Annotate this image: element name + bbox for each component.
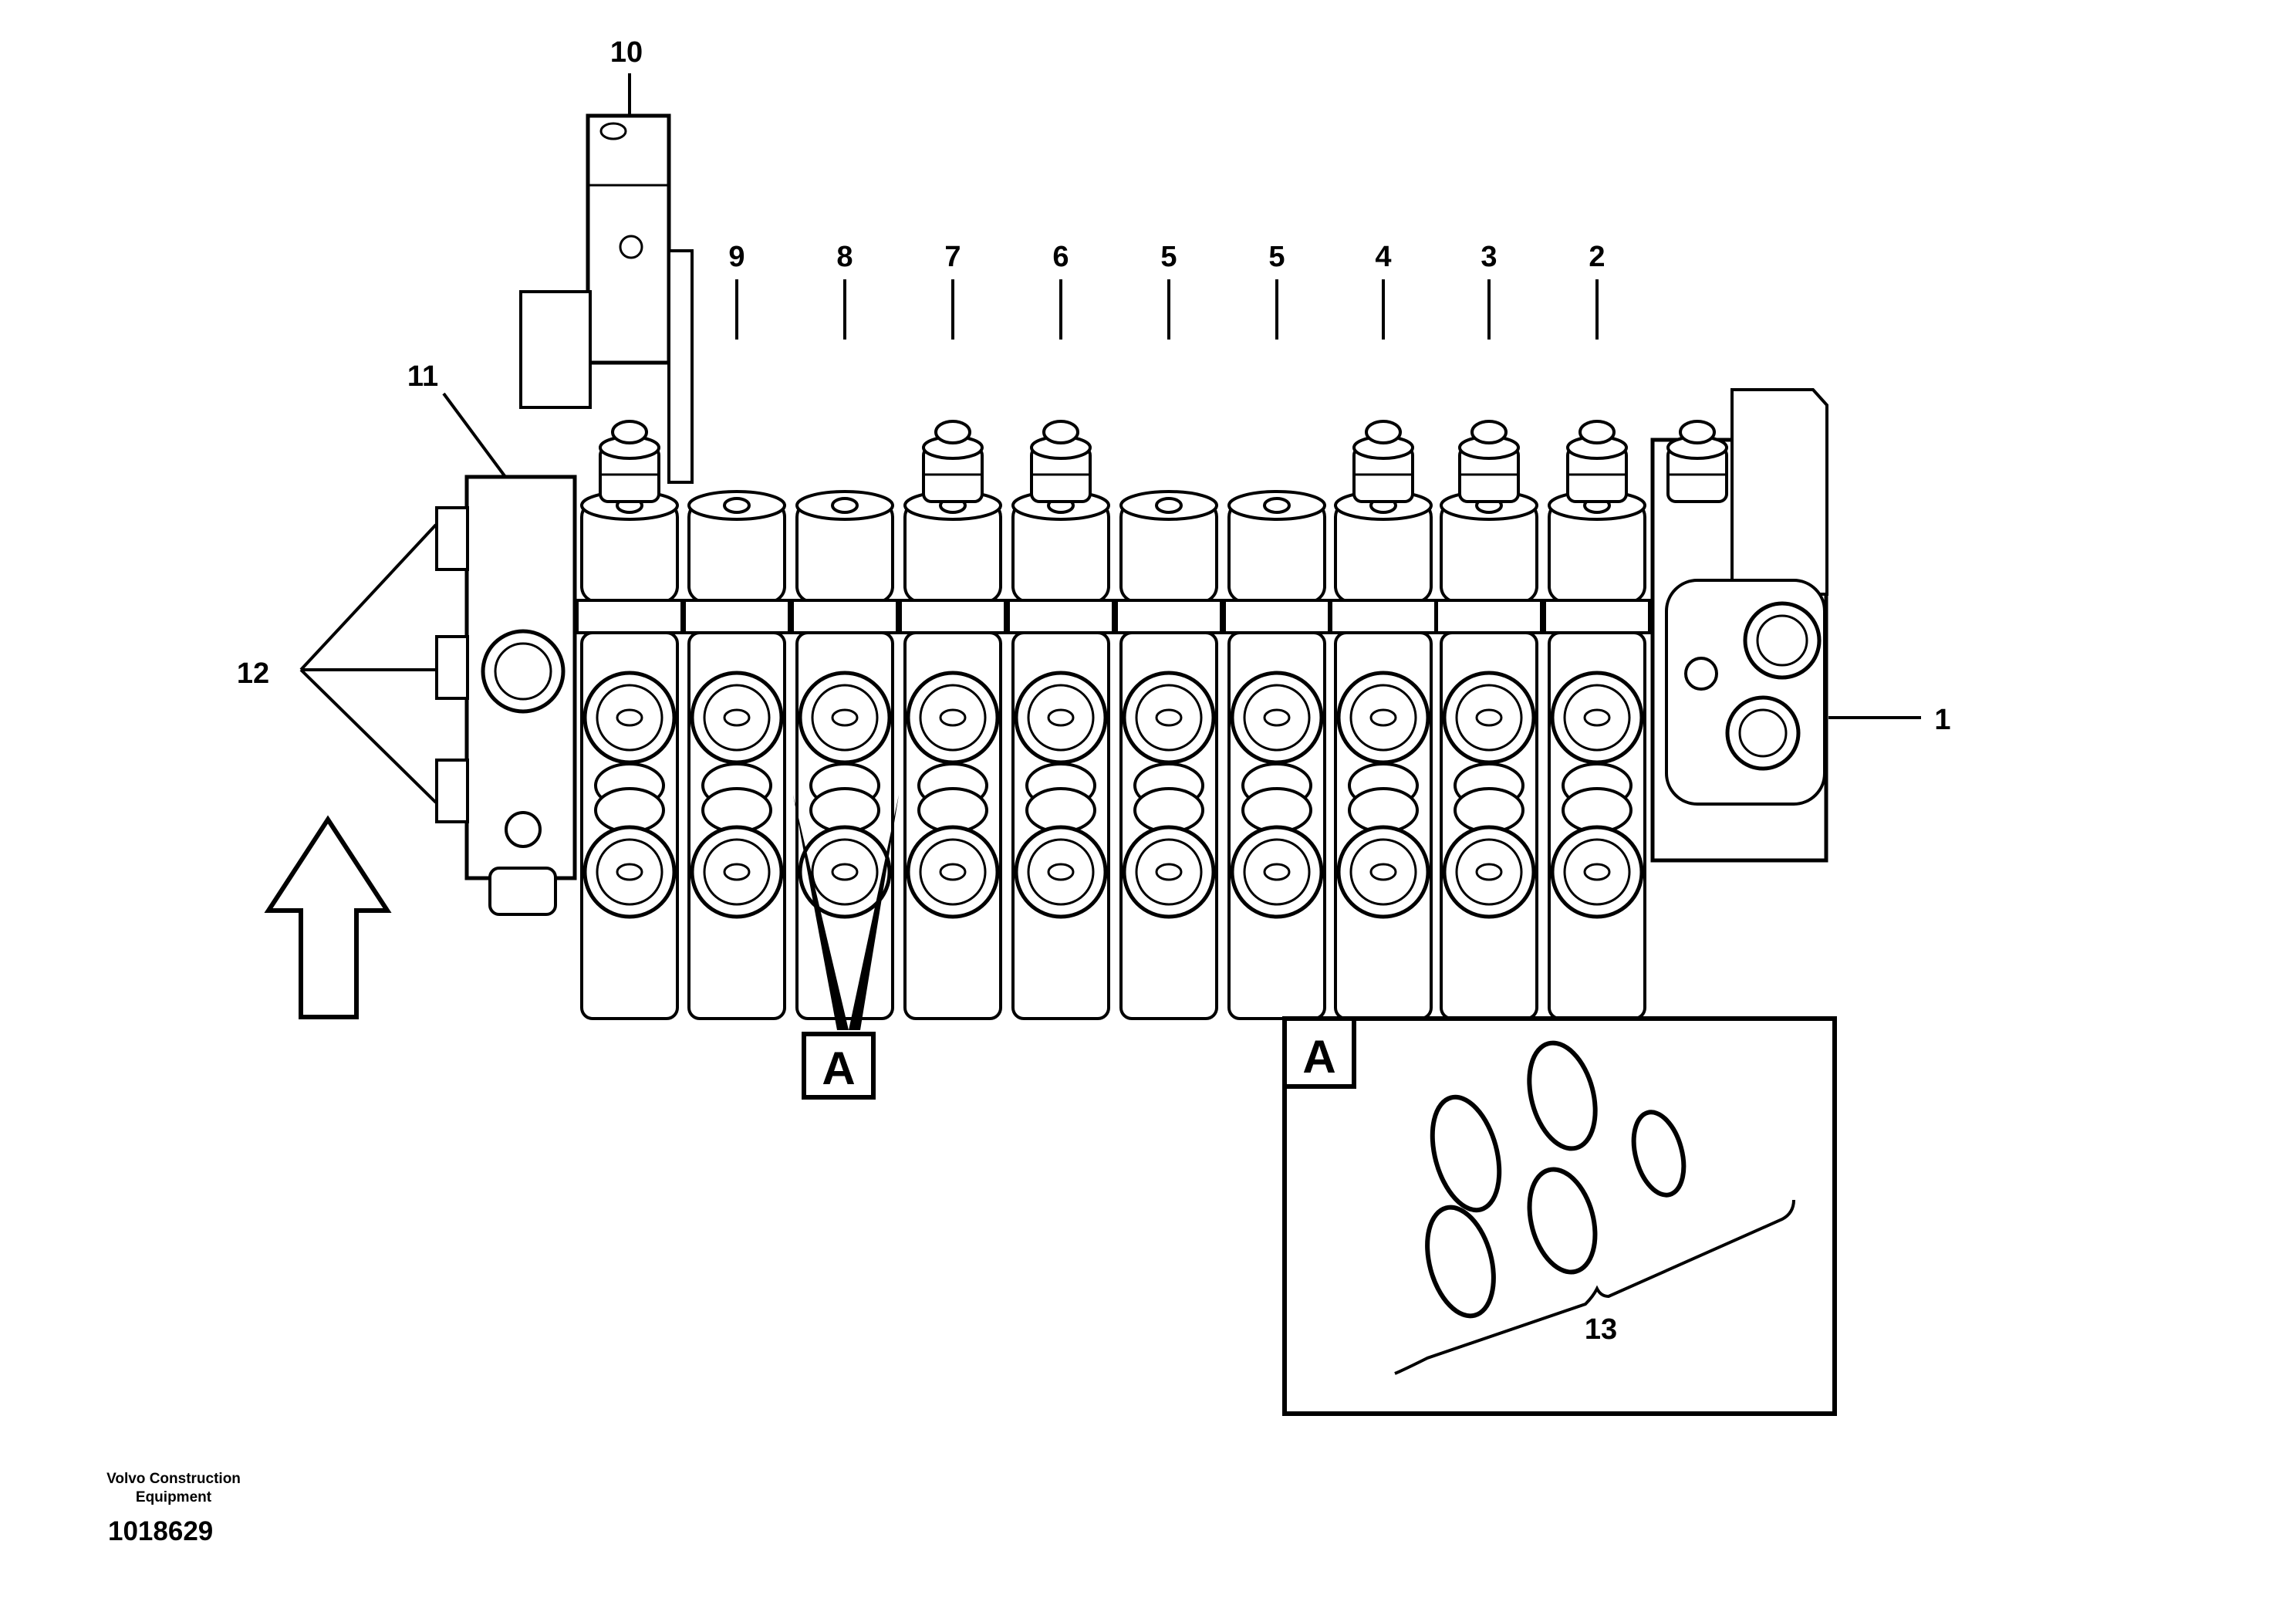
section-5b	[1224, 492, 1329, 1019]
detail-pointer: A	[793, 795, 899, 1100]
solenoid	[519, 113, 694, 484]
detail-box-label: A	[1302, 1031, 1335, 1083]
callout-4: 4	[1375, 241, 1391, 273]
section-7	[900, 492, 1005, 1019]
callout-1: 1	[1934, 704, 1950, 736]
section-5a	[1116, 492, 1221, 1019]
drawing-number: 1018629	[108, 1516, 214, 1546]
company-line-2: Equipment	[135, 1489, 212, 1505]
callouts: 10 9 8 7 6 5 5 4 3 2 11 12 1 13	[237, 36, 1951, 1346]
inlet-block	[435, 475, 577, 916]
callout-6: 6	[1052, 241, 1069, 273]
section-8	[792, 492, 897, 1019]
o-rings	[1425, 1040, 1687, 1319]
section-10	[577, 492, 682, 1019]
callout-11: 11	[407, 360, 438, 393]
flow-arrow	[264, 815, 392, 1019]
section-3	[1437, 492, 1541, 1019]
detail-ref-label: A	[822, 1042, 855, 1094]
company-line-1: Volvo Construction	[106, 1471, 241, 1487]
callout-7: 7	[944, 241, 961, 273]
leader-lines	[299, 73, 1921, 804]
callout-3: 3	[1481, 241, 1497, 273]
section-4	[1331, 492, 1436, 1019]
detail-box: A	[1282, 1016, 1837, 1416]
callout-8: 8	[836, 241, 853, 273]
callout-5a: 5	[1160, 241, 1177, 273]
section-9	[684, 492, 789, 1019]
callout-5b: 5	[1268, 241, 1285, 273]
section-2	[1545, 492, 1649, 1019]
callout-2: 2	[1589, 241, 1605, 273]
footer: Volvo Construction Equipment 1018629	[77, 1470, 270, 1547]
callout-9: 9	[728, 241, 745, 273]
outlet-block	[1650, 388, 1828, 863]
callout-10: 10	[610, 36, 643, 69]
section-6	[1008, 492, 1113, 1019]
callout-12: 12	[237, 657, 269, 690]
valve-sections	[577, 420, 1649, 1019]
callout-13: 13	[1585, 1313, 1617, 1346]
